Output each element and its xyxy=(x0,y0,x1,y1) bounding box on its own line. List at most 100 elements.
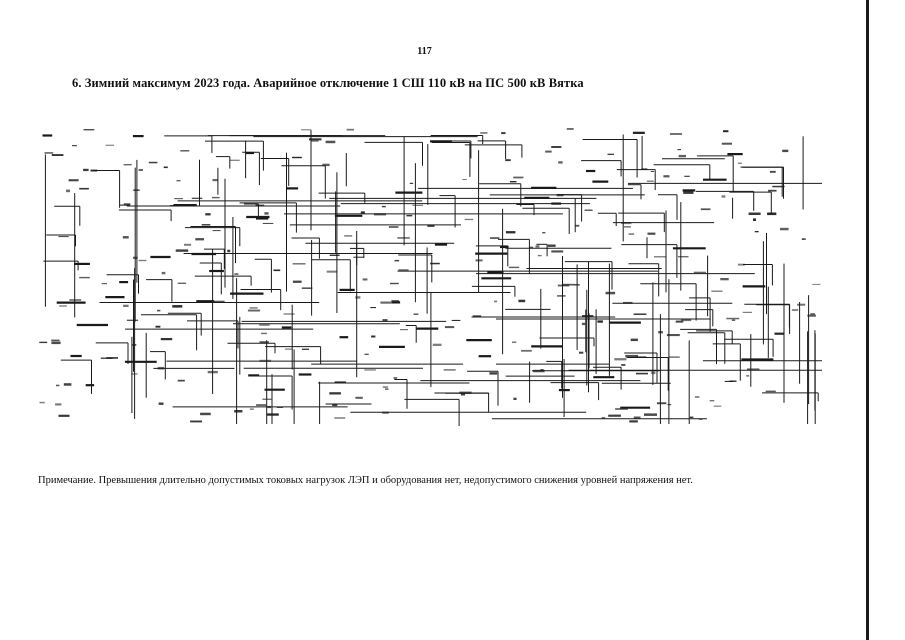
scheme-label-mark xyxy=(259,324,270,326)
scheme-label-mark xyxy=(126,319,139,321)
scheme-label-mark xyxy=(249,408,254,410)
scheme-label-mark xyxy=(537,254,542,257)
scheme-label-mark xyxy=(283,313,295,315)
scheme-label-mark xyxy=(769,170,776,173)
scheme-label-mark xyxy=(355,296,361,299)
scheme-label-mark xyxy=(123,304,129,307)
scheme-label-mark xyxy=(582,315,594,318)
scheme-label-mark xyxy=(227,249,231,253)
page-right-border xyxy=(866,0,869,640)
scheme-label-mark xyxy=(301,287,313,289)
scheme-label-mark xyxy=(200,412,211,416)
scheme-label-mark xyxy=(406,214,413,217)
scheme-label-mark xyxy=(742,311,752,313)
scheme-label-mark xyxy=(329,254,340,256)
scheme-label-mark xyxy=(646,180,654,182)
scheme-label-mark xyxy=(212,230,221,232)
scheme-label-mark xyxy=(731,319,736,321)
scheme-label-mark xyxy=(698,418,703,420)
scheme-label-mark xyxy=(797,303,806,306)
scheme-label-mark xyxy=(176,180,181,182)
scheme-label-mark xyxy=(723,130,729,133)
scheme-label-mark xyxy=(326,270,338,273)
scheme-label-mark xyxy=(59,305,67,307)
scheme-label-mark xyxy=(412,204,423,206)
scheme-label-mark xyxy=(807,314,816,317)
scheme-label-mark xyxy=(720,278,729,281)
scheme-label-mark xyxy=(533,369,545,373)
scheme-label-mark xyxy=(106,357,118,359)
scheme-label-mark xyxy=(374,213,386,216)
scheme-label-mark xyxy=(51,339,60,342)
scheme-label-mark xyxy=(292,280,302,283)
scheme-label-mark xyxy=(753,218,756,221)
scheme-label-mark xyxy=(754,231,759,233)
scheme-label-mark xyxy=(678,256,689,258)
scheme-label-mark xyxy=(273,269,281,272)
scheme-label-mark xyxy=(558,161,563,164)
scheme-label-mark xyxy=(177,282,187,284)
scheme-label-mark xyxy=(362,278,368,281)
scheme-label-mark xyxy=(138,259,147,262)
scheme-label-mark xyxy=(678,154,686,158)
page-number: 117 xyxy=(417,46,432,57)
scheme-label-mark xyxy=(66,189,71,193)
scheme-label-mark xyxy=(791,309,799,311)
scheme-label-mark xyxy=(249,307,258,309)
scheme-label-mark xyxy=(545,150,552,153)
scheme-label-mark xyxy=(397,237,410,239)
scheme-label-mark xyxy=(711,290,723,292)
scheme-label-mark xyxy=(812,283,821,285)
scheme-label-mark xyxy=(630,338,638,342)
scheme-label-mark xyxy=(443,369,456,371)
scheme-label-mark xyxy=(393,377,398,380)
scheme-label-mark xyxy=(322,163,330,167)
scheme-label-mark xyxy=(63,383,72,386)
scheme-label-mark xyxy=(709,400,715,402)
scheme-label-mark xyxy=(432,343,442,346)
scheme-label-mark xyxy=(262,222,274,224)
scheme-label-mark xyxy=(311,139,319,142)
scheme-label-mark xyxy=(633,416,641,419)
scheme-label-mark xyxy=(301,348,309,350)
scheme-label-mark xyxy=(801,238,806,240)
scheme-label-mark xyxy=(211,196,220,199)
scheme-label-mark xyxy=(364,369,376,371)
scheme-label-mark xyxy=(413,313,419,315)
scheme-label-mark xyxy=(382,319,388,322)
scheme-label-mark xyxy=(207,370,218,374)
scheme-label-mark xyxy=(353,256,365,258)
scheme-label-mark xyxy=(726,317,740,320)
note-text: Примечание. Превышения длительно допусти… xyxy=(38,475,693,486)
scheme-label-mark xyxy=(579,351,584,354)
scheme-label-mark xyxy=(614,358,627,361)
scheme-label-mark xyxy=(155,325,161,328)
scheme-label-mark xyxy=(605,291,616,295)
section-title: 6. Зимний максимум 2023 года. Аварийное … xyxy=(72,76,584,90)
scheme-label-mark xyxy=(161,271,166,275)
scheme-label-mark xyxy=(535,245,540,248)
scheme-label-mark xyxy=(122,236,129,239)
scheme-label-mark xyxy=(677,149,681,151)
scheme-label-mark xyxy=(169,205,182,206)
scheme-label-mark xyxy=(747,368,760,370)
scheme-label-mark xyxy=(51,341,61,345)
scheme-label-mark xyxy=(574,284,580,286)
scheme-label-mark xyxy=(693,271,706,274)
scheme-buses xyxy=(42,134,774,409)
scheme-label-mark xyxy=(174,198,183,200)
scheme-label-mark xyxy=(505,231,516,234)
scheme-label-mark xyxy=(334,417,346,419)
scheme-label-mark xyxy=(259,359,272,362)
scheme-label-mark xyxy=(513,397,517,400)
scheme-label-mark xyxy=(641,168,648,170)
grid-scheme-diagram xyxy=(39,128,822,426)
scheme-label-mark xyxy=(501,132,506,135)
scheme-label-mark xyxy=(180,150,190,152)
scheme-label-mark xyxy=(172,305,183,308)
scheme-label-mark xyxy=(262,398,272,400)
scheme-label-mark xyxy=(635,356,647,358)
scheme-label-mark xyxy=(346,128,354,131)
scheme-label-mark xyxy=(190,420,203,423)
scheme-label-mark xyxy=(575,224,580,227)
